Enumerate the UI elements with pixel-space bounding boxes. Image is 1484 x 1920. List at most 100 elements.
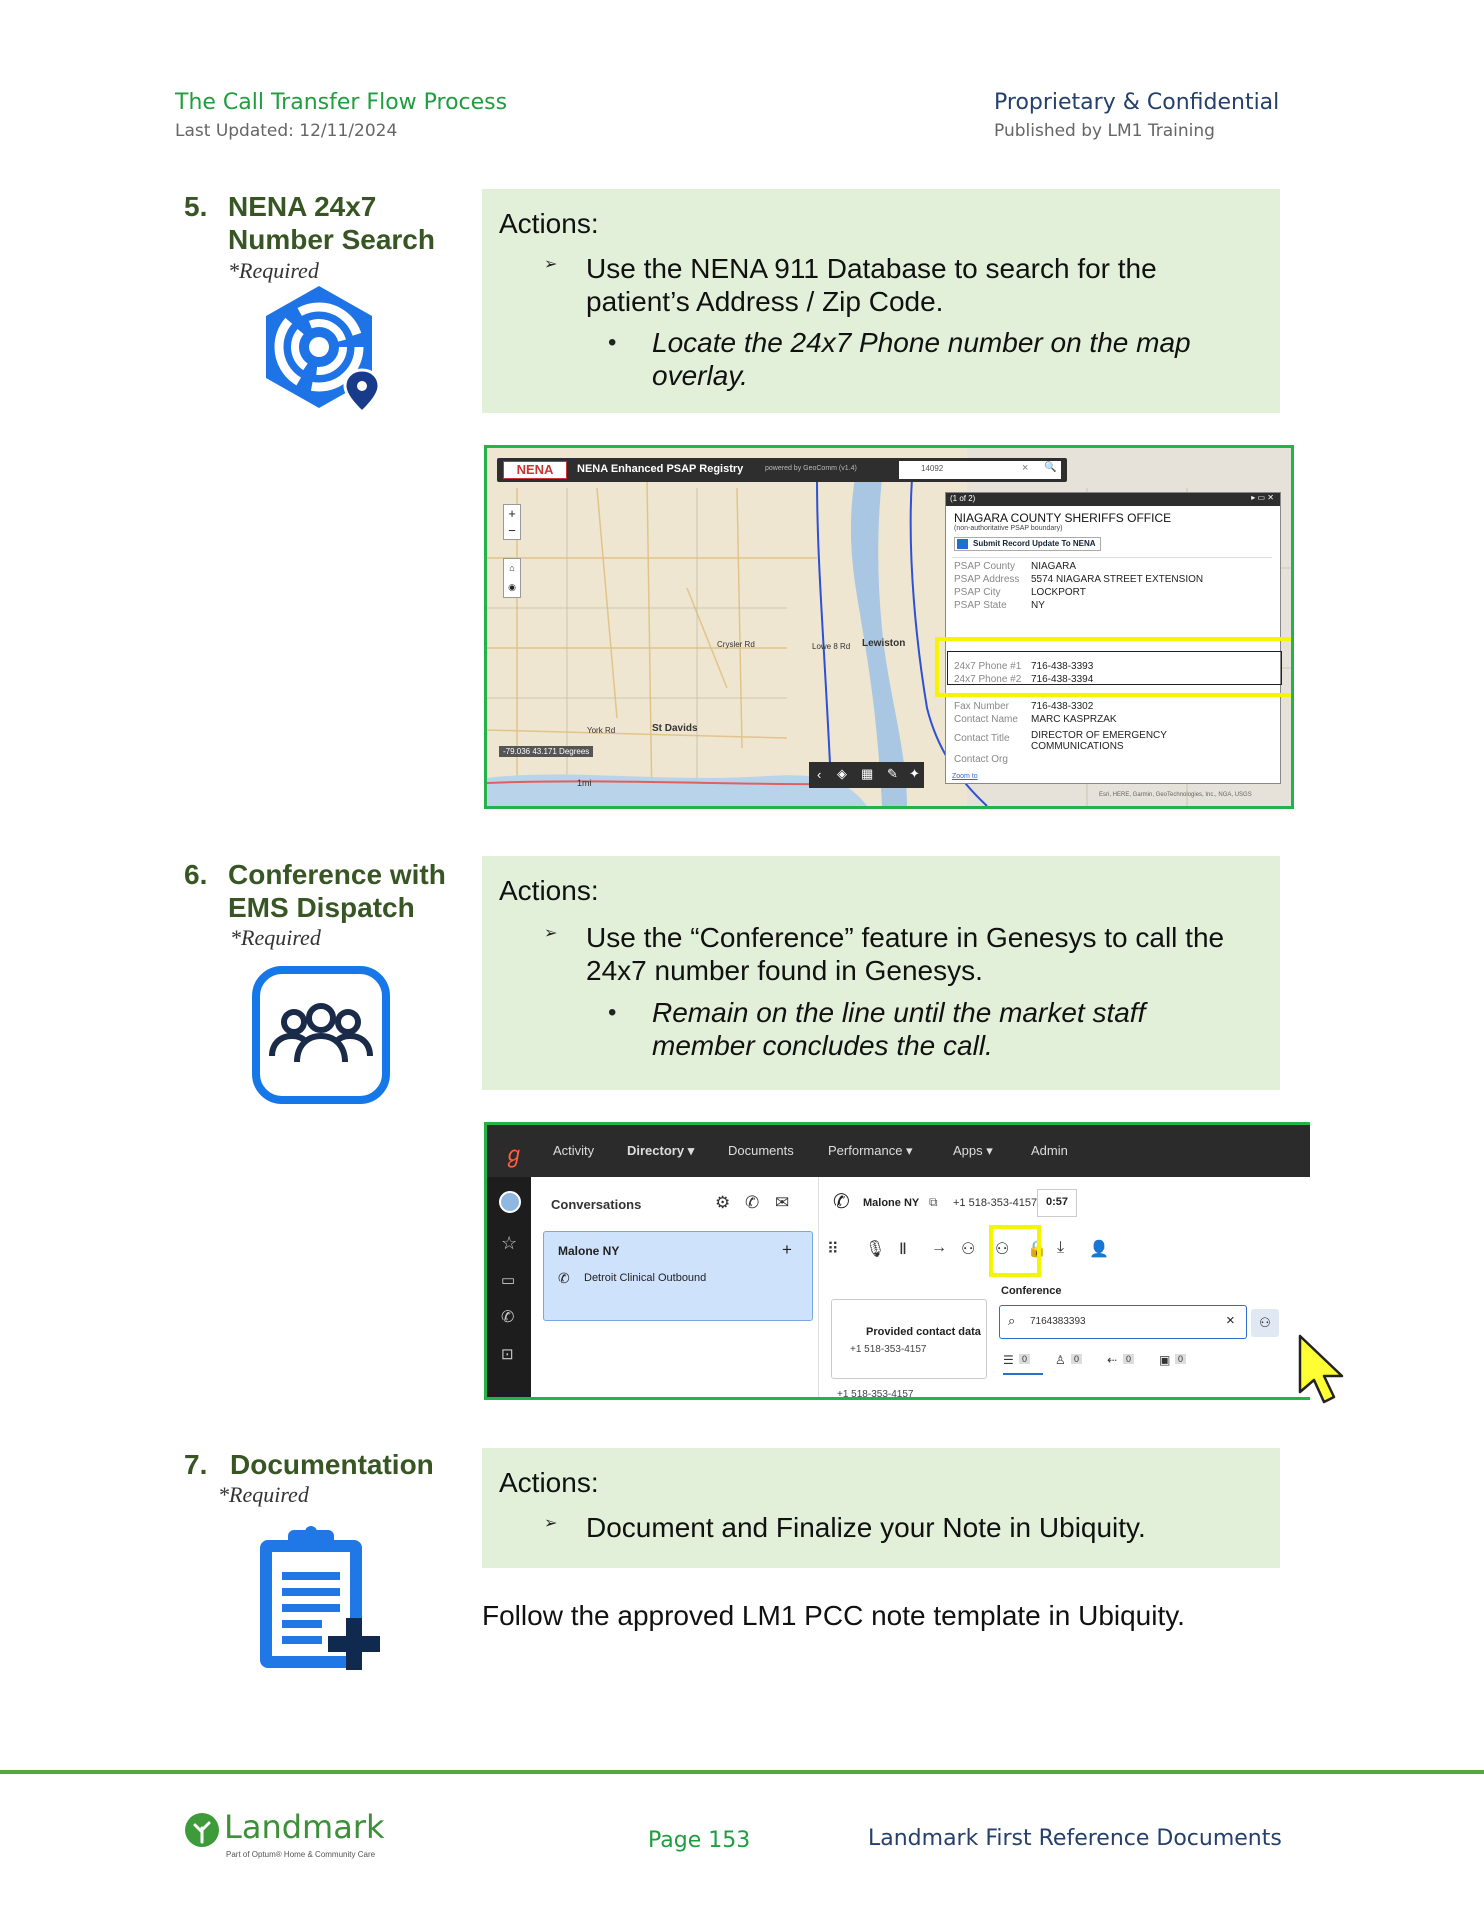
transfer-arrow-icon[interactable]: →	[931, 1239, 947, 1256]
phone-icon: ✆	[558, 1270, 570, 1286]
step-6-title: 6.Conference with EMS Dispatch	[184, 858, 446, 924]
mouse-cursor-icon	[1296, 1332, 1356, 1406]
agency-name: NIAGARA COUNTY SHERIFFS OFFICE	[954, 511, 1172, 525]
conference-input-value: 7164383393	[1030, 1316, 1086, 1327]
measure-icon[interactable]: ✦	[909, 766, 920, 781]
conference-icon[interactable]: ⚇	[995, 1241, 1010, 1258]
dialpad-icon[interactable]: ⠿	[827, 1241, 839, 1258]
inbox-icon[interactable]: ⊡	[501, 1346, 514, 1363]
hold-icon[interactable]: Ⅱ	[899, 1241, 907, 1258]
locate-icon[interactable]: ◉	[508, 582, 516, 592]
action-bullet: ➢ Document and Finalize your Note in Ubi…	[544, 1512, 1244, 1553]
avatar[interactable]	[499, 1191, 521, 1213]
step-title-line: EMS Dispatch	[228, 892, 415, 923]
step-number: 5.	[184, 191, 208, 222]
nav-item[interactable]: Activity	[553, 1143, 595, 1158]
mail-icon[interactable]: ✉	[775, 1193, 790, 1212]
zoom-out-button[interactable]: −	[508, 523, 516, 538]
submit-record-button[interactable]: Submit Record Update To NENA	[954, 537, 1101, 551]
contact-card-filter-icon[interactable]: ▣	[1159, 1353, 1171, 1367]
secure-pause-icon[interactable]: 🔒	[1027, 1241, 1047, 1258]
step-title-line: Number Search	[228, 224, 435, 255]
phone-value: 716-438-3393	[1031, 661, 1094, 672]
popup-window-controls[interactable]: ▸ ▭ ✕	[1251, 493, 1274, 502]
popup-pager: (1 of 2)	[950, 494, 976, 503]
arrow-bullet-icon: ➢	[544, 256, 558, 273]
sub-bullet-line: member concludes the call.	[652, 1030, 993, 1061]
video-icon[interactable]: ▭	[501, 1272, 516, 1289]
field-value: 5574 NIAGARA STREET EXTENSION	[1031, 574, 1204, 585]
nav-item[interactable]: Performance ▾	[828, 1143, 913, 1158]
step-title-line: Documentation	[230, 1449, 434, 1480]
star-icon[interactable]: ☆	[501, 1233, 518, 1253]
note-instruction: Follow the approved LM1 PCC note templat…	[482, 1600, 1185, 1631]
conversations-heading: Conversations	[551, 1197, 642, 1212]
call-number: +1 518-353-4157	[953, 1197, 1038, 1209]
clear-icon[interactable]: ×	[1226, 1312, 1235, 1329]
nav-item[interactable]: Admin	[1031, 1143, 1068, 1158]
genesys-top-nav: ℊ Activity Directory ▾ Documents Perform…	[487, 1125, 1310, 1177]
sub-bullet-line: Locate the 24x7 Phone number on the map	[652, 327, 1191, 358]
required-label: *Required	[230, 925, 321, 950]
chevron-left-icon[interactable]: ‹	[817, 767, 822, 782]
zoom-to-link[interactable]: Zoom to	[952, 773, 978, 780]
conversation-card[interactable]: Malone NY + ✆ Detroit Clinical Outbound	[543, 1231, 813, 1321]
park-icon[interactable]: ⤓	[1057, 1239, 1065, 1256]
person-icon[interactable]: 👤	[1089, 1241, 1109, 1258]
step-7-actions-box: Actions: ➢ Document and Finalize your No…	[482, 1448, 1280, 1568]
people-filter-icon[interactable]: ♙	[1055, 1353, 1066, 1367]
layers-icon[interactable]: ◈	[837, 766, 847, 781]
nena-search-input[interactable]: 14092	[899, 461, 1061, 479]
provided-contact-number: +1 518-353-4157	[850, 1344, 927, 1355]
search-icon[interactable]: 🔍	[1044, 462, 1057, 473]
confidential-label: Proprietary & Confidential	[994, 90, 1280, 115]
powered-by: powered by GeoComm (v1.4)	[765, 465, 857, 472]
home-icon[interactable]: ⌂	[509, 563, 515, 573]
consult-icon[interactable]: ⚇	[961, 1241, 976, 1258]
nav-item[interactable]: Directory ▾	[627, 1143, 695, 1158]
phone-icon[interactable]: ✆	[745, 1193, 760, 1212]
nena-app-title: NENA Enhanced PSAP Registry	[577, 463, 744, 475]
genesys-logo-icon: ℊ	[503, 1142, 526, 1167]
add-icon[interactable]: +	[782, 1240, 792, 1259]
draw-icon[interactable]: ✎	[887, 766, 898, 781]
add-participant-icon[interactable]: ⚇	[1251, 1309, 1279, 1337]
phone-icon[interactable]: ✆	[501, 1309, 515, 1326]
step-number: 7.	[184, 1449, 208, 1480]
zoom-in-button[interactable]: +	[508, 506, 516, 521]
nav-item[interactable]: Documents	[728, 1143, 794, 1158]
publisher-label: Published by LM1 Training	[994, 121, 1215, 141]
action-bullet: ➢ Use the NENA 911 Database to search fo…	[544, 253, 1244, 324]
page-header-left: The Call Transfer Flow Process Last Upda…	[175, 90, 507, 141]
microphone-icon[interactable]: 🎙	[865, 1241, 886, 1258]
submit-record-label: Submit Record Update To NENA	[973, 539, 1096, 548]
search-number: +1 518-353-4157	[837, 1389, 914, 1400]
genesys-screenshot: ℊ Activity Directory ▾ Documents Perform…	[484, 1122, 1310, 1400]
divider	[952, 557, 1272, 558]
queue-filter-icon[interactable]: ⇠	[1107, 1353, 1118, 1367]
search-icon: ⌕	[1008, 1313, 1016, 1328]
road-label: Lowe 8 Rd	[812, 642, 851, 651]
zoom-controls: +−	[503, 504, 521, 540]
basemap-grid-icon[interactable]: ▦	[861, 766, 874, 781]
page-header-right: Proprietary & Confidential Published by …	[994, 90, 1279, 141]
brand-name: Landmark	[224, 1808, 385, 1846]
settings-gear-icon[interactable]: ⚙	[715, 1193, 731, 1212]
field-label: PSAP County	[954, 561, 1015, 572]
sub-bullet-line: overlay.	[652, 360, 748, 391]
dot-bullet-icon: •	[608, 999, 617, 1026]
clear-search-icon[interactable]: ×	[1022, 462, 1029, 474]
phone-value: 716-438-3394	[1031, 674, 1094, 685]
conference-search-input[interactable]: ⌕ 7164383393 ×	[999, 1305, 1247, 1339]
dot-bullet-icon: •	[608, 329, 617, 356]
brand-subtitle: Part of Optum® Home & Community Care	[226, 1850, 376, 1859]
nav-item[interactable]: Apps ▾	[953, 1143, 993, 1158]
all-filter-icon[interactable]: ☰	[1003, 1353, 1014, 1367]
field-label: Contact Org	[954, 754, 1008, 764]
active-filter-underline	[1003, 1373, 1043, 1375]
action-sub-bullet: • Locate the 24x7 Phone number on the ma…	[608, 327, 1258, 399]
copy-icon[interactable]: ⧉	[929, 1195, 938, 1209]
step-6-actions-box: Actions: ➢ Use the “Conference” feature …	[482, 856, 1280, 1090]
